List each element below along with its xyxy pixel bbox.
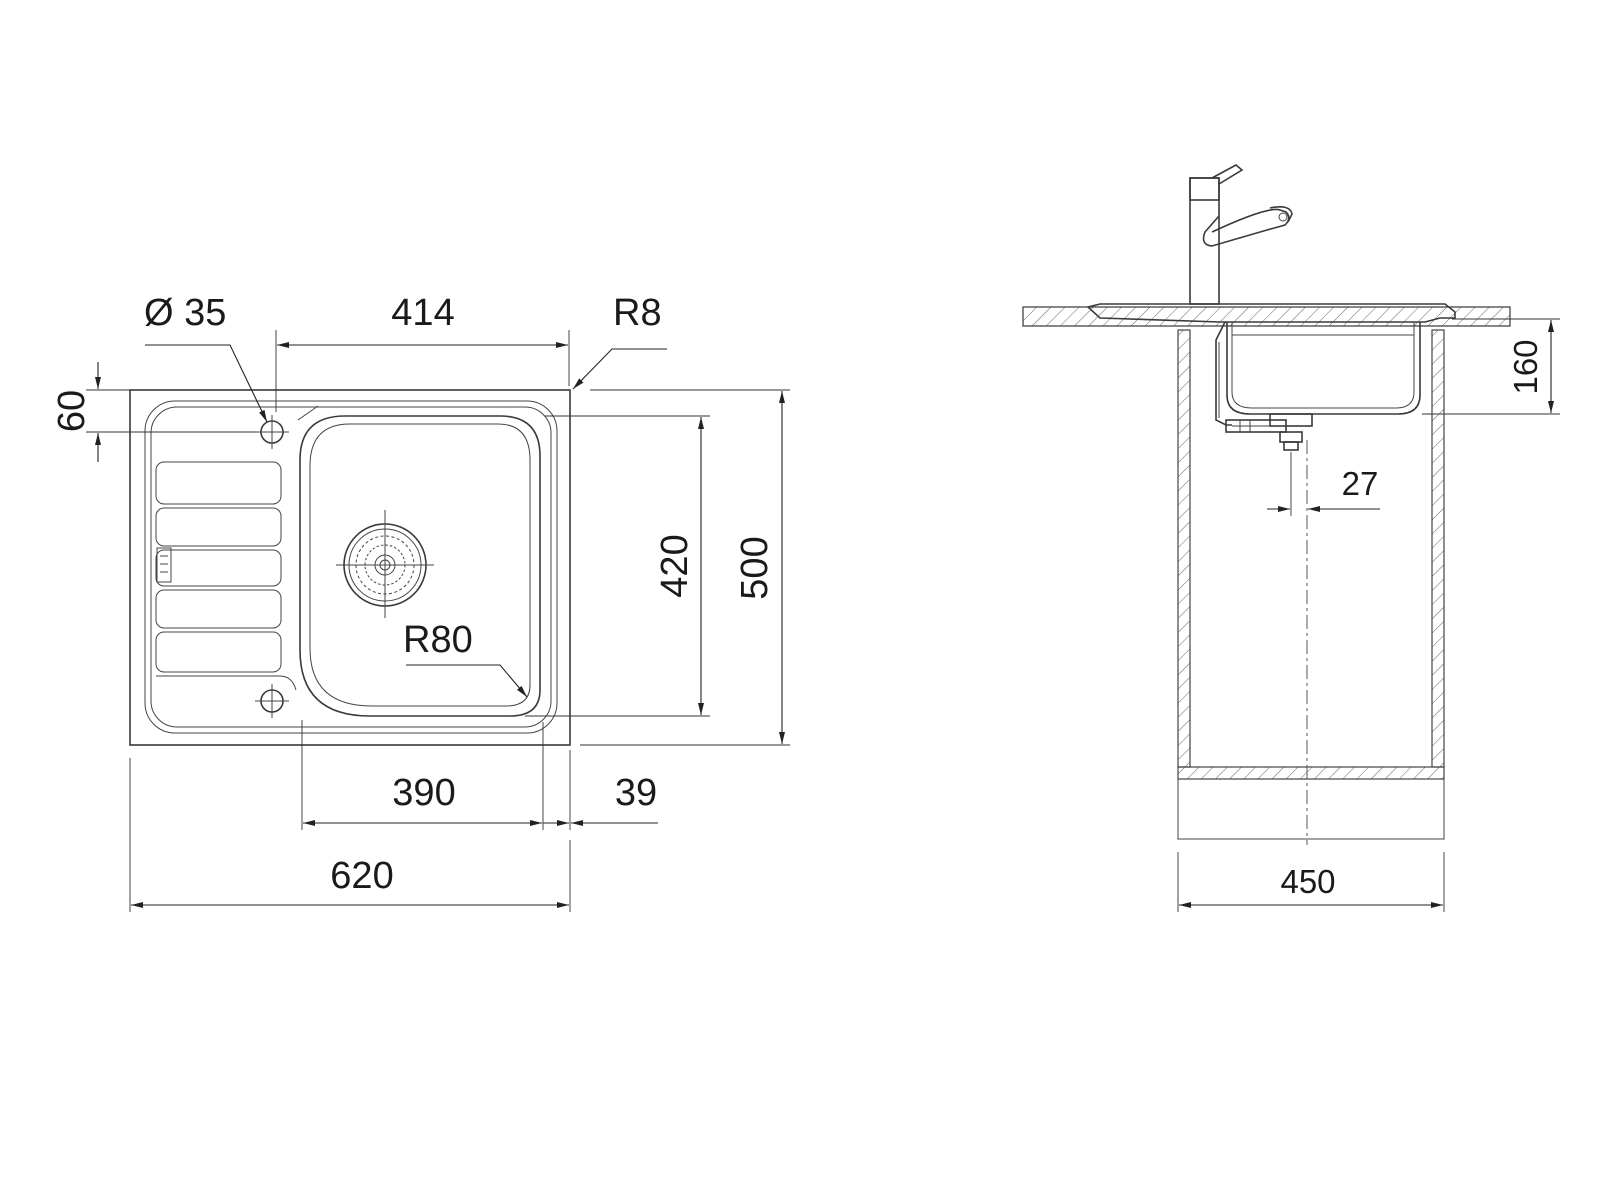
- dim-bowl-depth: 160: [1422, 318, 1560, 415]
- sink-outer-outline: [129, 389, 571, 746]
- dim-rim-offset: 39: [543, 750, 658, 830]
- tap-hole-top: [255, 415, 289, 449]
- sink-rim-profile: [1086, 303, 1456, 323]
- dim-hole-offset: 60: [51, 362, 256, 462]
- dim-label-bowl-inner-length: 390: [392, 772, 455, 814]
- dim-label-rim-offset: 39: [615, 772, 657, 814]
- tap-hole-bottom: [255, 684, 289, 718]
- bowl-profile: [1226, 322, 1421, 415]
- dim-hole-diameter: Ø 35: [144, 292, 268, 423]
- dim-corner-radius: R8: [572, 292, 667, 390]
- dim-bowl-length: 414: [275, 292, 570, 412]
- dim-drain-offset: 27: [1267, 452, 1380, 516]
- dim-label-hole-offset: 60: [51, 390, 93, 432]
- cabinet-plinth: [1177, 778, 1445, 840]
- bowl-outline: [299, 415, 541, 717]
- cabinet: [1177, 329, 1445, 840]
- dim-label-bowl-width: 420: [654, 534, 696, 597]
- dim-label-overall-length: 620: [330, 855, 393, 897]
- sink-rim: [144, 400, 558, 734]
- dim-overall-length: 620: [129, 758, 571, 912]
- dim-label-corner-radius: R8: [613, 292, 662, 334]
- dim-label-hole-diameter: Ø 35: [144, 292, 226, 334]
- dim-label-bowl-length: 414: [391, 292, 454, 334]
- side-view: 160 27 450: [1022, 164, 1560, 912]
- dim-label-bowl-corner-radius: R80: [403, 619, 473, 661]
- top-view: Ø 35 414 R8 60 420: [51, 292, 790, 912]
- drain-strainer-icon: [336, 510, 434, 618]
- dim-label-bowl-depth: 160: [1507, 339, 1544, 394]
- dim-cabinet-width: 450: [1177, 852, 1445, 912]
- dim-overall-width: 500: [580, 389, 790, 746]
- faucet-icon: [1189, 164, 1293, 305]
- dim-label-cabinet-width: 450: [1280, 863, 1335, 900]
- countertop: [1022, 306, 1511, 327]
- dim-bowl-corner-radius: R80: [403, 619, 528, 698]
- drainer-ribs: [155, 461, 297, 691]
- dim-label-drain-offset: 27: [1342, 465, 1379, 502]
- dim-label-overall-width: 500: [734, 536, 776, 599]
- dim-bowl-width: 420: [525, 415, 710, 717]
- waste-fitting: [1215, 321, 1313, 451]
- dim-bowl-inner-length: 390: [301, 720, 544, 830]
